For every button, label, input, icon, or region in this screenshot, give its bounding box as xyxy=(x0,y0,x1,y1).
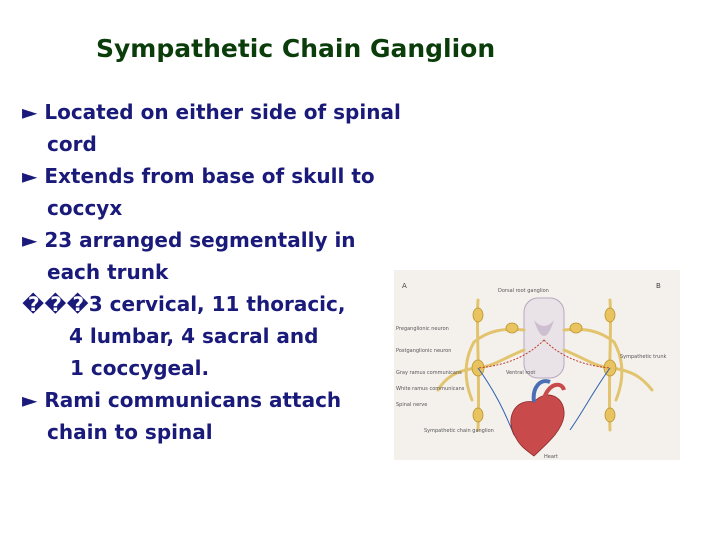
chain-ganglia xyxy=(471,307,617,423)
spinal-cord xyxy=(523,297,565,379)
bullet-item-location: ► Located on either side of spinal xyxy=(22,100,401,124)
label-white-ramus: White ramus communicans xyxy=(396,386,465,392)
sub-item-lumbar-sacral: 4 lumbar, 4 sacral and xyxy=(69,324,319,348)
label-heart: Heart xyxy=(544,454,558,460)
bullet-item-extent-cont: coccyx xyxy=(47,196,123,220)
label-dorsal-root-ganglion: Dorsal root ganglion xyxy=(498,288,549,294)
anatomy-figure: A B xyxy=(394,270,680,460)
label-preganglionic-neuron: Preganglionic neuron xyxy=(396,326,449,332)
label-sympathetic-trunk: Sympathetic trunk xyxy=(620,354,666,360)
bullet-item-count: ► 23 arranged segmentally in xyxy=(22,228,356,252)
bullet-item-count-cont: each trunk xyxy=(47,260,169,284)
label-sympathetic-chain-ganglion: Sympathetic chain ganglion xyxy=(424,428,494,434)
figure-labels: Dorsal root ganglion Preganglionic neuro… xyxy=(396,288,666,460)
sympathetic-chain-illustration: A B xyxy=(396,282,666,460)
sub-item-cervical-thoracic: ���3 cervical, 11 thoracic, xyxy=(22,292,346,316)
bullet-item-extent: ► Extends from base of skull to xyxy=(22,164,375,188)
bullet-item-location-cont: cord xyxy=(47,132,97,156)
panel-b-letter: B xyxy=(656,282,661,290)
slide-title: Sympathetic Chain Ganglion xyxy=(96,34,496,63)
label-ventral-root: Ventral root xyxy=(506,370,535,376)
label-spinal-nerve: Spinal nerve xyxy=(396,402,427,408)
sub-item-coccygeal: 1 coccygeal. xyxy=(70,356,210,380)
label-postganglionic-neuron: Postganglionic neuron xyxy=(396,348,451,354)
bullet-list: ► Located on either side of spinal cord … xyxy=(22,96,442,448)
heart-illustration xyxy=(510,379,566,457)
panel-a-letter: A xyxy=(402,282,407,290)
bullet-item-rami: ► Rami communicans attach xyxy=(22,388,342,412)
label-gray-ramus: Gray ramus communicans xyxy=(396,370,462,376)
bullet-item-rami-cont: chain to spinal xyxy=(47,420,213,444)
